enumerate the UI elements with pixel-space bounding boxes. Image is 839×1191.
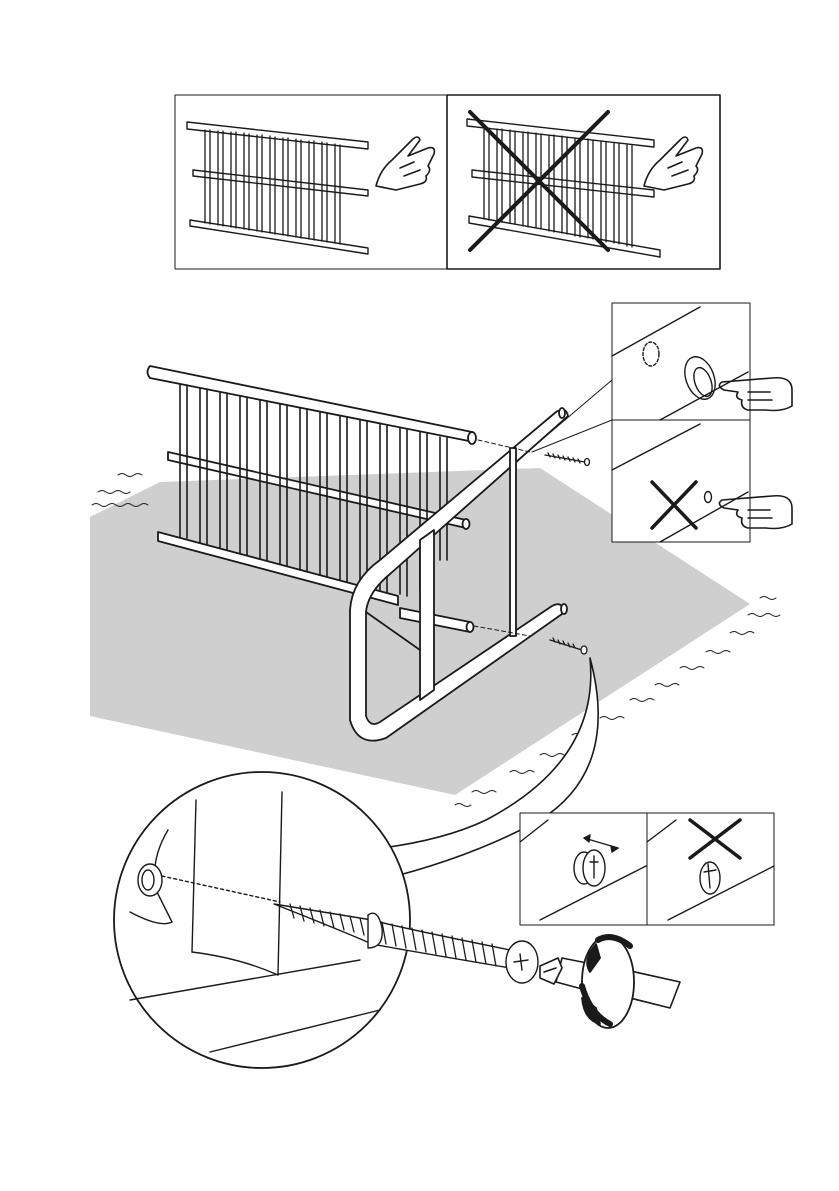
pointing-hand-icon xyxy=(376,137,434,190)
screw-icon xyxy=(545,453,590,466)
rotation-arrow-icon xyxy=(582,936,634,1028)
rail-correct xyxy=(187,122,368,254)
callout-leader xyxy=(532,380,612,452)
panel-hole-correct-frame xyxy=(612,303,750,420)
orientation-comparison xyxy=(175,95,720,269)
panel-hole-wrong-frame xyxy=(612,420,750,542)
screw-head-comparison xyxy=(520,813,774,925)
